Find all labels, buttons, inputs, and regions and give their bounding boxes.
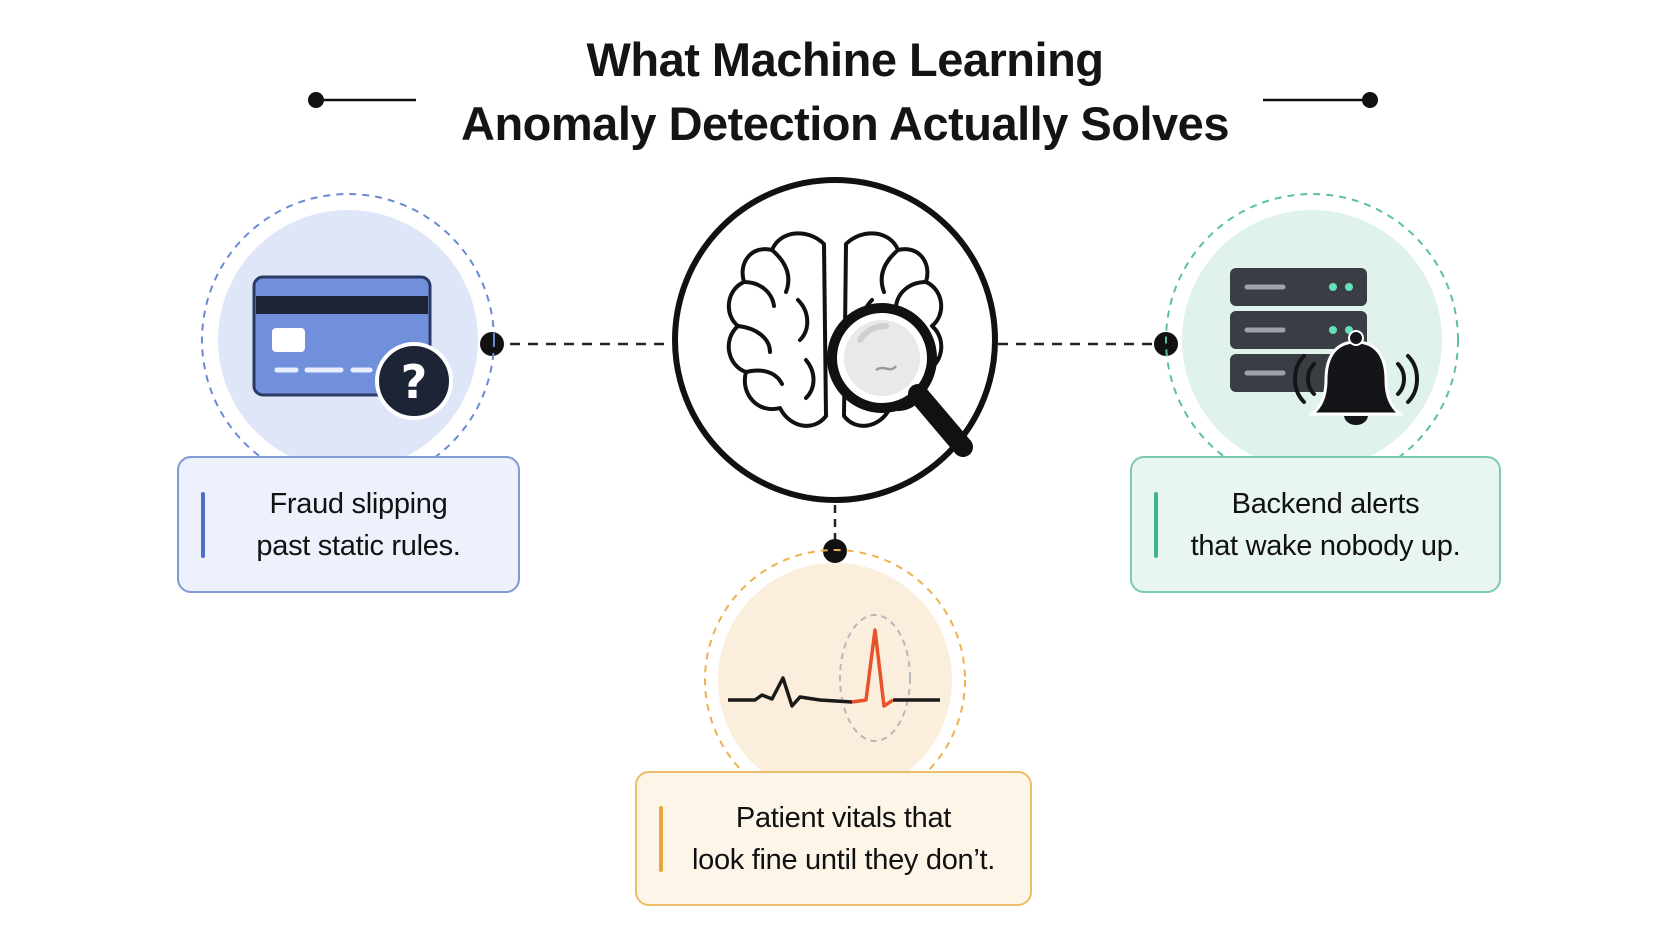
title-left-rule bbox=[308, 92, 416, 108]
title-line-1: What Machine Learning bbox=[586, 33, 1105, 86]
caption-line-1: Backend alerts bbox=[1231, 487, 1420, 520]
connector-right bbox=[998, 332, 1178, 356]
caption-line-2: that wake nobody up. bbox=[1190, 529, 1461, 562]
page-title: What Machine Learning Anomaly Detection … bbox=[0, 28, 1672, 156]
caption-accent-bar bbox=[201, 491, 205, 558]
caption-card-fraud: Fraud slipping past static rules. bbox=[177, 456, 520, 593]
connector-bottom bbox=[823, 505, 847, 563]
brain-magnifying-glass-icon bbox=[672, 177, 998, 503]
caption-line-1: Fraud slipping bbox=[269, 487, 448, 520]
caption-text-fraud: Fraud slipping past static rules. bbox=[236, 483, 460, 567]
caption-text-patient-vitals: Patient vitals that look fine until they… bbox=[672, 797, 995, 881]
caption-line-2: look fine until they don’t. bbox=[691, 843, 996, 876]
server-bell-alert-icon bbox=[1165, 193, 1459, 487]
connector-left bbox=[480, 332, 672, 356]
heartbeat-spike-icon bbox=[704, 549, 966, 811]
caption-card-backend-alerts: Backend alerts that wake nobody up. bbox=[1130, 456, 1501, 593]
caption-line-1: Patient vitals that bbox=[735, 801, 952, 834]
title-line-2: Anomaly Detection Actually Solves bbox=[461, 97, 1229, 150]
credit-card-question-icon: ? bbox=[201, 193, 495, 487]
caption-line-2: past static rules. bbox=[256, 529, 461, 562]
caption-accent-bar bbox=[1154, 491, 1158, 558]
caption-card-patient-vitals: Patient vitals that look fine until they… bbox=[635, 771, 1032, 906]
title-right-rule bbox=[1263, 92, 1378, 108]
svg-text:?: ? bbox=[401, 355, 428, 409]
caption-accent-bar bbox=[659, 805, 663, 872]
caption-text-backend-alerts: Backend alerts that wake nobody up. bbox=[1171, 483, 1461, 567]
